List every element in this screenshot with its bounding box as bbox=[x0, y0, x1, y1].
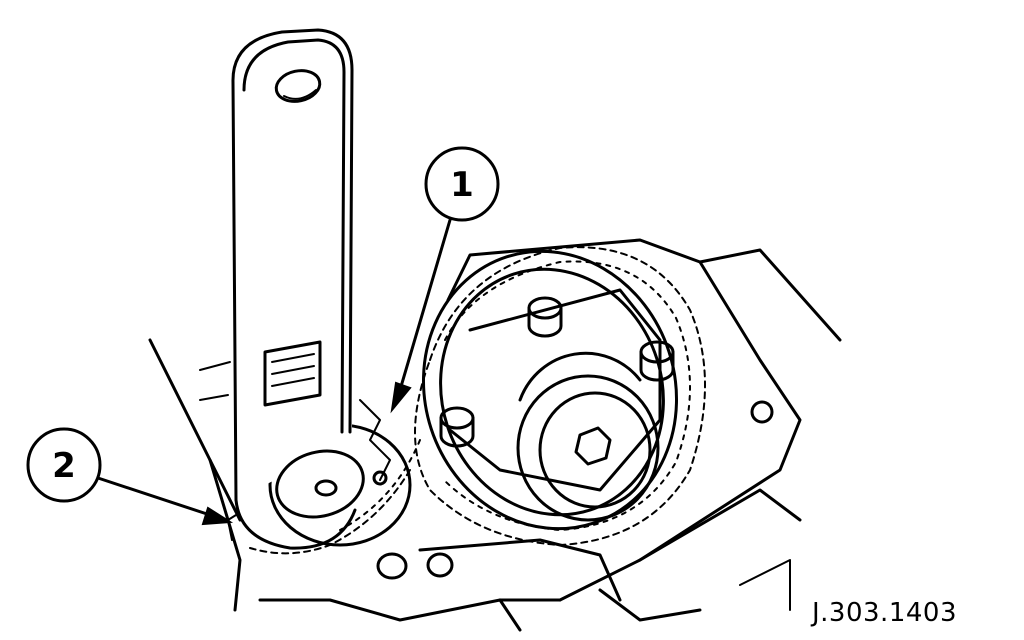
camshaft-sprocket bbox=[421, 249, 679, 531]
callout-1: 1 bbox=[390, 146, 500, 414]
callout-1-leader bbox=[398, 218, 452, 392]
callout-2-arrowhead bbox=[201, 506, 234, 526]
cylinder-head-outline bbox=[148, 238, 842, 632]
figure-reference-number: J.303.1403 bbox=[812, 598, 957, 628]
locking-wrench-tool bbox=[227, 28, 365, 550]
callout-1-arrowhead bbox=[390, 381, 412, 414]
callout-1-label: 1 bbox=[450, 165, 474, 205]
callout-2: 2 bbox=[26, 427, 234, 526]
callout-2-leader bbox=[96, 476, 212, 517]
callout-2-label: 2 bbox=[52, 446, 76, 486]
camshaft-bolts bbox=[376, 296, 675, 580]
